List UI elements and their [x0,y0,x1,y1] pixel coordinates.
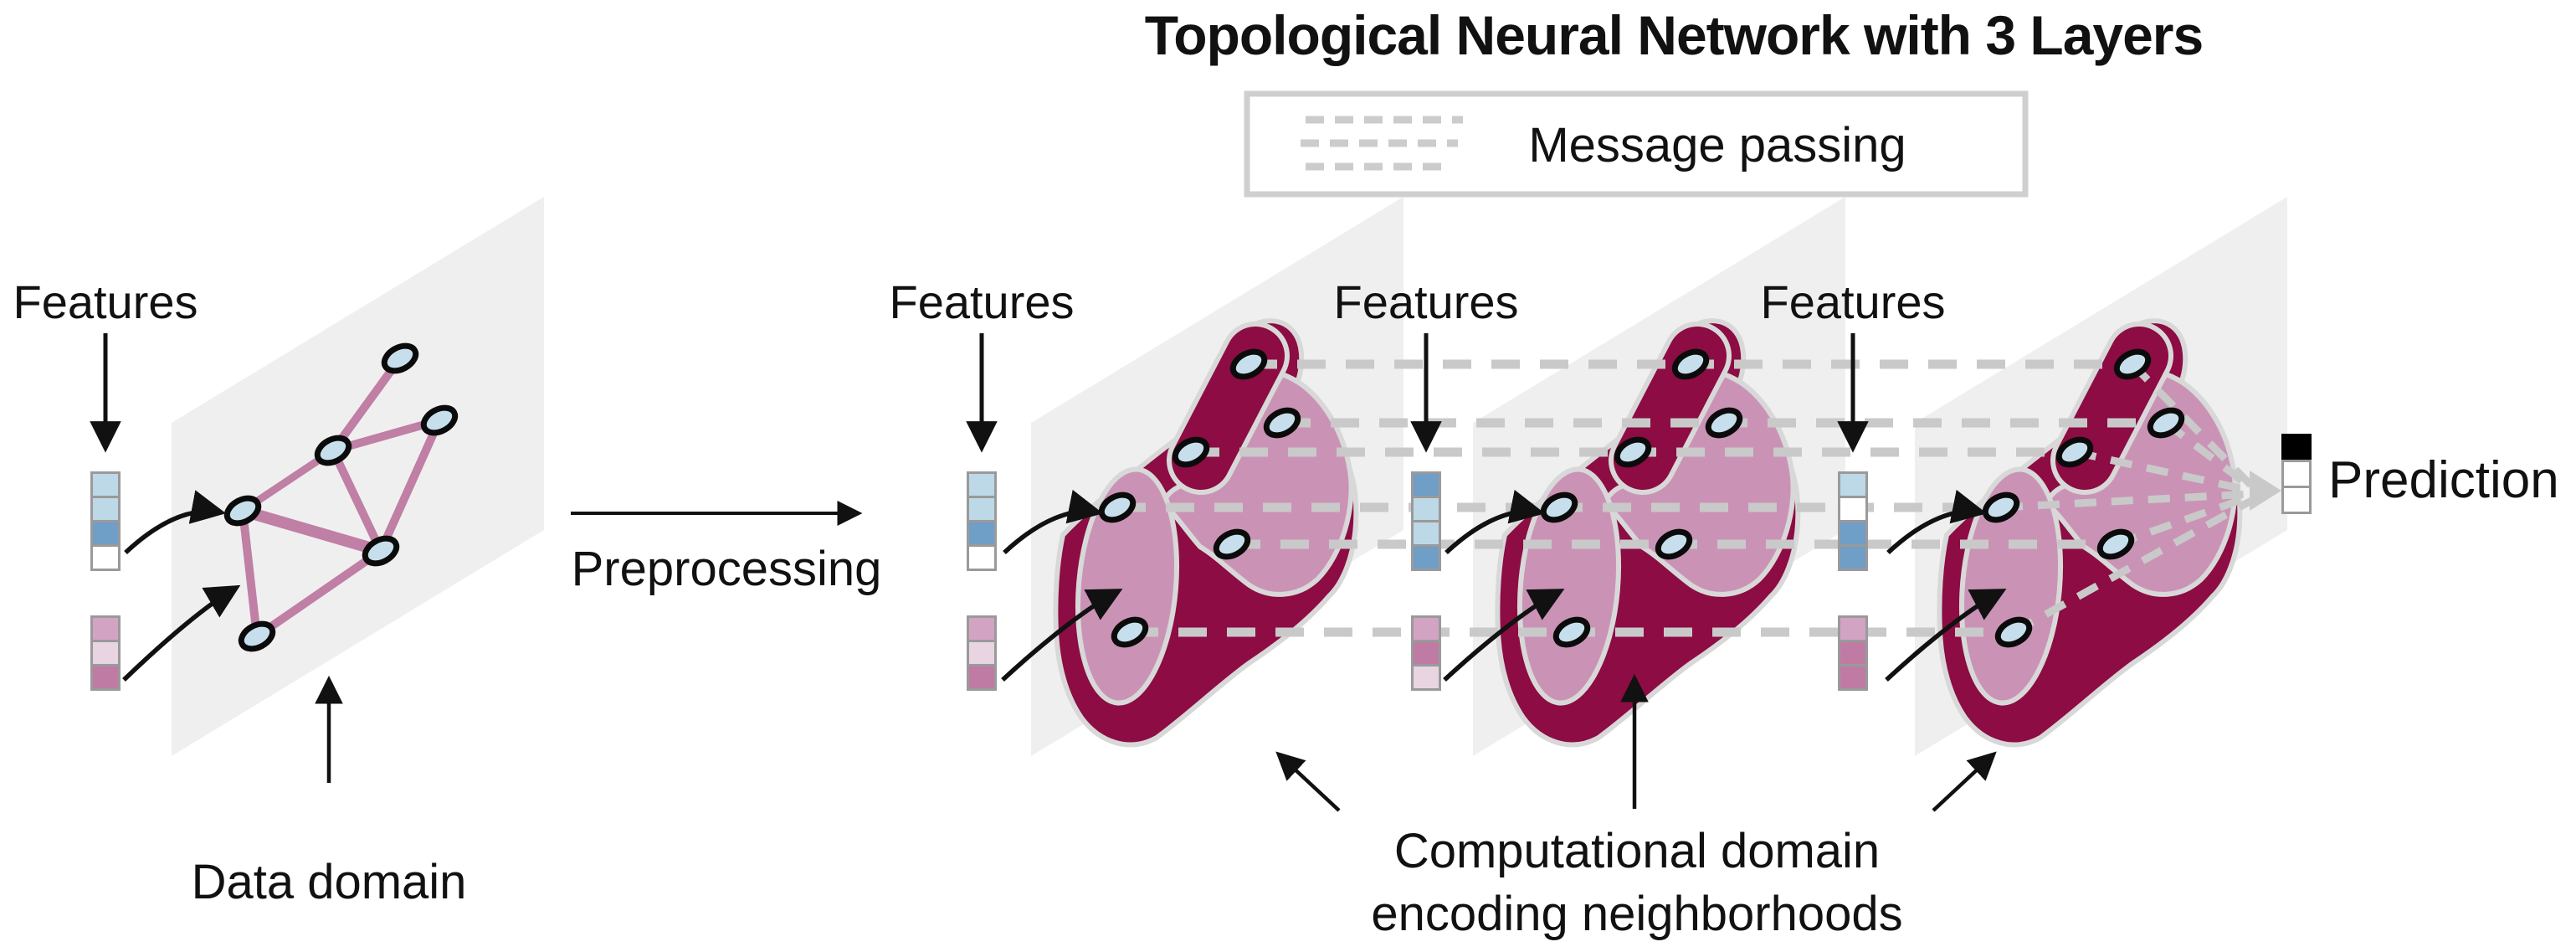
feature-to-node-arrow [1445,489,1546,555]
feature-cell [967,471,997,498]
feature-cell [1411,615,1441,642]
feature-cell [967,615,997,642]
message-passing-line [2074,448,2252,495]
graph-node [362,535,400,567]
feature-cell [1411,520,1441,547]
graph-node [420,404,459,436]
annotation-arrows [90,333,2007,812]
feature-cell [1411,640,1441,666]
feature-stack-layer2-pink [1411,615,1441,691]
prediction-arrowhead-icon [2250,471,2281,511]
feature-cell [1838,520,1868,547]
feature-stack-layer1-pink [967,615,997,691]
prediction-cell [2281,434,2312,462]
feature-cell [90,664,121,691]
feature-stack-layer1-blue [967,471,997,571]
computational-domain-arrow [1275,751,1341,812]
computational-domain-label-line2: encoding neighborhoods [1371,887,1903,941]
legend-label: Message passing [1528,118,1906,172]
feature-stack-layer2-blue [1411,471,1441,571]
feature-cell [1838,640,1868,666]
message-passing-line [2000,490,2252,512]
data-domain-label: Data domain [191,855,467,909]
prediction-convergence-lines [2000,361,2255,636]
features-label-data: Features [13,275,198,328]
feature-to-node-arrow [1886,489,1988,555]
feature-cell [90,640,121,666]
feature-cell [1411,496,1441,522]
feature-cell [967,640,997,666]
feature-to-node-arrow [1001,589,1123,682]
message-passing-line [2114,491,2255,548]
feature-cell [967,544,997,571]
feature-to-node-arrow [124,490,227,555]
feature-cell [967,496,997,522]
feature-cell [1838,615,1868,642]
message-passing-line [2129,361,2255,489]
graph-node [381,342,419,374]
feature-stack-layer3-blue [1838,471,1868,571]
data-graph-nodes [223,342,459,652]
feature-stack-data-blue [90,471,121,571]
feature-cell [90,615,121,642]
features-label-layer2: Features [1333,275,1519,328]
plane-data-domain [172,197,544,756]
feature-cell [967,520,997,547]
feature-cell [967,664,997,691]
feature-to-node-arrow [122,584,241,682]
figure-title: Topological Neural Network with 3 Layers [1144,4,2204,66]
features-label-layer3: Features [1760,275,1946,328]
feature-to-node-arrow [1885,589,2007,682]
feature-cell [1838,664,1868,691]
prediction-cell [2281,486,2312,514]
preprocessing-label: Preprocessing [571,542,882,596]
message-passing-line [2163,419,2255,492]
feature-cell [90,471,121,498]
computational-domain-label-line1: Computational domain [1393,824,1881,878]
prediction-label: Prediction [2328,451,2559,509]
feature-cell [90,544,121,571]
feature-cell [90,520,121,547]
feature-to-node-arrow [1003,489,1104,555]
feature-cell [1838,544,1868,571]
feature-cell [1411,664,1441,691]
prediction-stack [2281,434,2312,514]
feature-stack-layer3-pink [1838,615,1868,691]
feature-cell [1838,496,1868,522]
graph-node [238,620,276,652]
feature-stack-data-pink [90,615,121,691]
computational-domain-arrow [1932,751,1997,812]
feature-to-node-arrow [1443,589,1565,682]
feature-cell [1411,471,1441,498]
features-label-layer1: Features [889,275,1075,328]
feature-cell [1411,544,1441,571]
feature-cell [1838,471,1868,498]
graph-node [223,495,262,527]
legend-dashes-icon [1301,116,1463,171]
graph-node [314,435,352,466]
message-passing-line [2011,497,2254,636]
prediction-cell [2281,460,2312,488]
feature-cell [90,496,121,522]
